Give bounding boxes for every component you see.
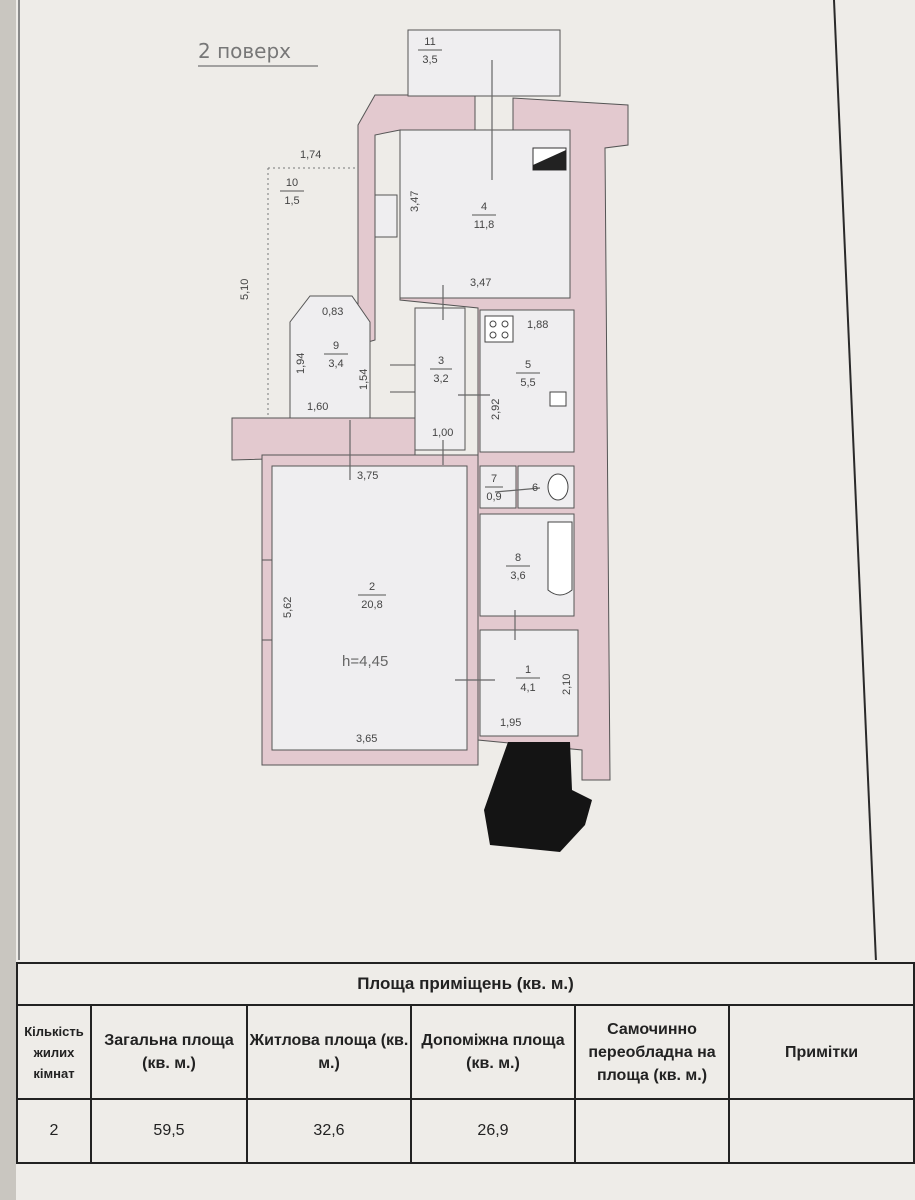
room-3-num: 3 (438, 355, 444, 367)
room-4-area: 11,8 (474, 219, 495, 231)
area-table-title: Площа приміщень (кв. м.) (16, 962, 915, 1006)
dim-1-88: 1,88 (527, 319, 548, 331)
floor-plan: 2 поверх (198, 29, 629, 852)
room-7-area: 0,9 (486, 491, 501, 503)
header-unauthorized-area: Самочинно переобладна на площа (кв. м.) (574, 1004, 730, 1100)
room-1-num: 1 (525, 664, 531, 676)
door-marks (349, 60, 541, 681)
room-7-num: 7 (491, 473, 497, 485)
header-auxiliary-area: Допоміжна площа (кв. м.) (410, 1004, 576, 1100)
room-4-num: 4 (481, 201, 487, 213)
value-living-area: 32,6 (246, 1098, 412, 1164)
dim-3-47-left: 3,47 (409, 191, 421, 212)
dim-3-75: 3,75 (357, 470, 378, 482)
redaction-blot (484, 742, 592, 852)
dim-1-95: 1,95 (500, 717, 521, 729)
room-3-area: 3,2 (433, 373, 448, 385)
value-notes (728, 1098, 915, 1164)
value-rooms-count: 2 (16, 1098, 92, 1164)
boiler-fill-icon (533, 150, 566, 170)
room-9-num: 9 (333, 340, 339, 352)
dim-1-94: 1,94 (295, 353, 307, 374)
dim-1-54: 1,54 (358, 369, 370, 390)
room-9-area: 3,4 (328, 358, 343, 370)
value-unauthorized-area (574, 1098, 730, 1164)
header-notes: Примітки (728, 1004, 915, 1100)
room-1 (479, 629, 579, 737)
sink-icon (549, 391, 567, 407)
page-edge (0, 0, 16, 1200)
dim-5-62: 5,62 (282, 597, 294, 618)
room-5-area: 5,5 (520, 377, 535, 389)
room-6-num: 6 (532, 482, 538, 494)
header-living-area: Житлова площа (кв. м.) (246, 1004, 412, 1100)
ceiling-height: h=4,45 (342, 653, 388, 670)
area-table: Площа приміщень (кв. м.) Кількість жилих… (16, 962, 915, 1164)
burner-icon (489, 331, 497, 339)
balcony-10-outline (267, 167, 358, 418)
stove-icon (484, 315, 514, 343)
burner-icon (501, 320, 509, 328)
rooms (271, 29, 579, 751)
room-11 (407, 29, 561, 97)
dim-2-92: 2,92 (490, 399, 502, 420)
dim-1-74: 1,74 (300, 149, 321, 161)
value-auxiliary-area: 26,9 (410, 1098, 576, 1164)
frame-line-left (18, 0, 20, 960)
room-2 (271, 465, 468, 751)
dim-3-65: 3,65 (356, 733, 377, 745)
floor-label: 2 поверх (198, 39, 291, 63)
room-8-num: 8 (515, 552, 521, 564)
room-9 (289, 295, 371, 419)
room-11-num: 11 (424, 36, 435, 48)
room-3 (414, 307, 466, 451)
room-8-area: 3,6 (510, 570, 525, 582)
room-2-area: 20,8 (361, 599, 382, 611)
header-total-area: Загальна площа (кв. м.) (90, 1004, 248, 1100)
dim-0-83: 0,83 (322, 306, 343, 318)
dim-2-10: 2,10 (561, 674, 573, 695)
window-marks (262, 364, 415, 641)
room-11-area: 3,5 (422, 54, 437, 66)
dim-3-47-bottom: 3,47 (470, 277, 491, 289)
burner-icon (501, 331, 509, 339)
room-2-num: 2 (369, 581, 375, 593)
value-total-area: 59,5 (90, 1098, 248, 1164)
toilet-icon (547, 473, 569, 501)
dim-1-60: 1,60 (307, 401, 328, 413)
header-rooms-count: Кількість жилих кімнат (16, 1004, 92, 1100)
room-labels: 11 3,5 10 1,5 4 11,8 9 3,4 3 3,2 5 5,5 7… (280, 36, 540, 694)
room-10-area: 1,5 (284, 195, 299, 207)
dim-5-10: 5,10 (239, 279, 251, 300)
room-5-num: 5 (525, 359, 531, 371)
stove-niche-icon (374, 194, 398, 238)
bathtub-icon (547, 521, 573, 596)
room-10-num: 10 (286, 177, 298, 189)
dimension-labels: 1,74 5,10 3,47 3,47 0,83 1,94 1,54 1,60 … (239, 149, 573, 745)
room-1-area: 4,1 (520, 682, 535, 694)
burner-icon (489, 320, 497, 328)
dim-1-00: 1,00 (432, 427, 453, 439)
